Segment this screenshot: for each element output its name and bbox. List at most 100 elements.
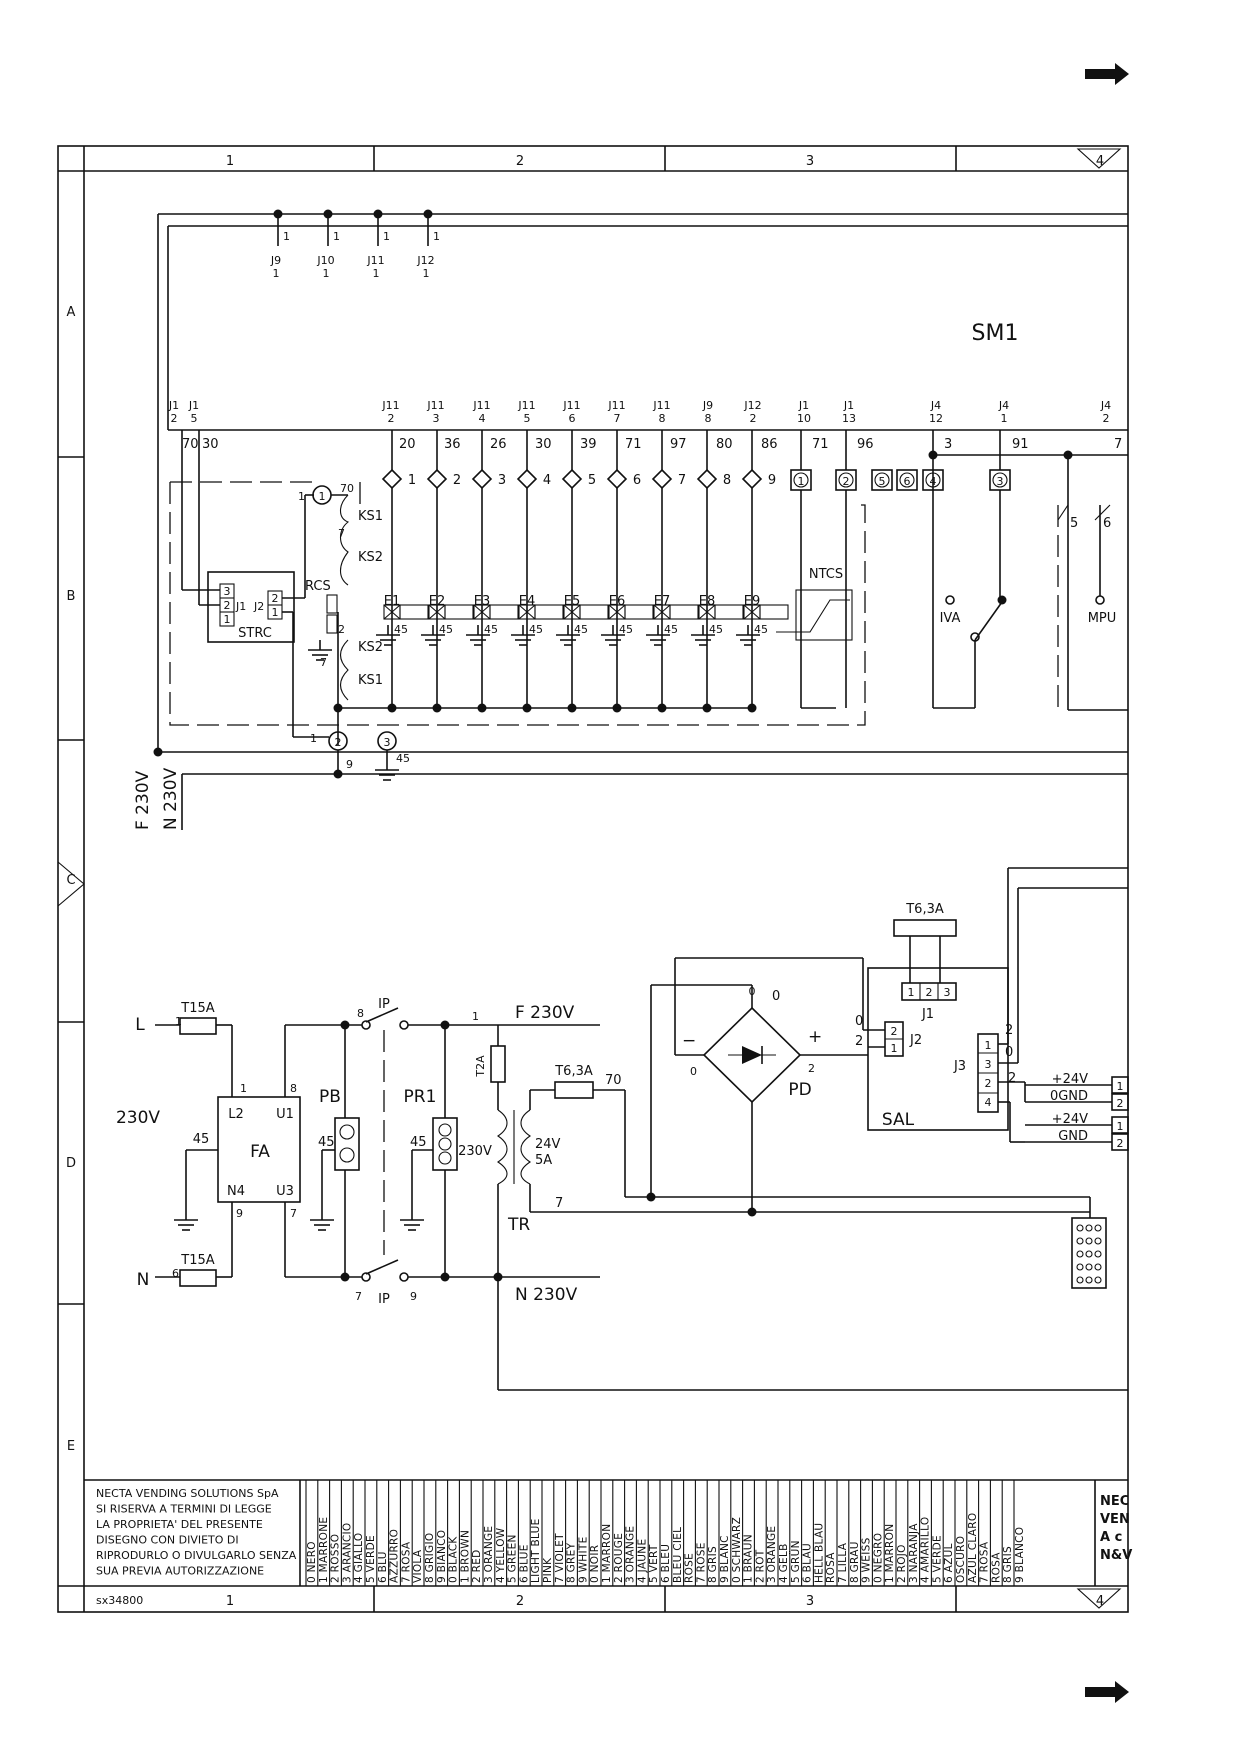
company-name-fragment: NEC xyxy=(1100,1494,1129,1509)
fuse-t63a-sal-label: T6,3A xyxy=(905,902,944,917)
column-number: 4 xyxy=(1096,1594,1104,1609)
filter-name: FA xyxy=(250,1142,270,1162)
terminal-number: 1 xyxy=(408,473,416,488)
mpu-switch-6: 6 xyxy=(1103,516,1111,531)
color-legend-entry: 8 GRIS xyxy=(707,1546,719,1583)
connector-name: J1 xyxy=(798,399,809,412)
terminal-number: 2 xyxy=(453,473,461,488)
copyright-notice-line: DISEGNO CON DIVIETO DI xyxy=(96,1534,239,1547)
mpu-switch xyxy=(1057,504,1069,521)
sal-j1-pin: 2 xyxy=(926,986,933,999)
filter-pin: 7 xyxy=(290,1207,297,1220)
wire-number: 2 xyxy=(855,1034,863,1049)
wire-number: 96 xyxy=(857,437,874,452)
color-legend-entry: 7 VIOLET xyxy=(554,1533,566,1583)
boiler-enclosure-dashed xyxy=(169,481,866,726)
color-legend-entry: 7 LILLA xyxy=(837,1542,849,1583)
column-marker-triangle xyxy=(1076,148,1122,169)
wire-number: 30 xyxy=(202,437,219,452)
wire-number: 0 xyxy=(1050,1089,1058,1104)
color-legend-entry: HELL BLAU xyxy=(813,1523,825,1583)
wire-number: 39 xyxy=(580,437,597,452)
column-number: 3 xyxy=(806,154,814,169)
color-legend-entry: 0 NEGRO xyxy=(872,1533,884,1583)
output-pin: 2 xyxy=(1117,1097,1124,1110)
valve-coil-cross xyxy=(383,604,401,620)
color-legend-entry: 3 ORANGE xyxy=(625,1526,637,1583)
pd-pin: 0 xyxy=(690,1065,697,1078)
sal-j3-label: J3 xyxy=(953,1059,966,1074)
connector-pin: 6 xyxy=(569,412,576,425)
wire-number: 80 xyxy=(716,437,733,452)
color-legend-entry: ROSA xyxy=(825,1552,837,1583)
transformer-primary xyxy=(497,1109,508,1185)
color-legend-entry: 4 AMARILLO xyxy=(920,1517,932,1583)
mpu-switch-5: 5 xyxy=(1070,516,1078,531)
pd-plus: + xyxy=(808,1027,822,1047)
column-number: 2 xyxy=(516,1594,524,1609)
valve-ground: 45 xyxy=(439,623,453,636)
connector-name: J1 xyxy=(168,399,179,412)
sal-j1-connector xyxy=(901,982,957,1001)
harness-pin xyxy=(1094,1276,1102,1284)
ip-contact xyxy=(361,1272,371,1282)
color-legend-entry: 9 WHITE xyxy=(577,1536,589,1583)
sal-j3-pin: 4 xyxy=(985,1096,992,1109)
sal-j2-label: J2 xyxy=(909,1033,922,1048)
wire-number: 86 xyxy=(761,437,778,452)
harness-pin xyxy=(1094,1237,1102,1245)
square-terminal-number: 2 xyxy=(843,475,850,488)
pr1-lamp xyxy=(438,1151,452,1165)
valve-body xyxy=(534,604,564,620)
column-number: 1 xyxy=(226,1594,234,1609)
valve-ground: 45 xyxy=(394,623,408,636)
valve-ground: 45 xyxy=(529,623,543,636)
harness-pin xyxy=(1085,1250,1093,1258)
valve-body xyxy=(444,604,474,620)
pd-label: PD xyxy=(788,1080,811,1100)
ntcs-label: NTCS xyxy=(809,567,843,582)
color-legend-entry: 3 NARANJA xyxy=(908,1523,920,1583)
ks-pin: 7 xyxy=(320,656,327,669)
sal-j2-pin: 2 xyxy=(891,1025,898,1038)
wire-number: 0 xyxy=(1005,1045,1013,1060)
color-legend-entry: 1 BRAUN xyxy=(743,1534,755,1583)
n230-label: N 230V xyxy=(515,1285,578,1305)
color-legend-entry: 2 ROJO xyxy=(896,1544,908,1583)
square-terminal-ring xyxy=(838,472,854,488)
connector-name: J4 xyxy=(930,399,941,412)
color-legend-entry: 9 BLANC xyxy=(719,1535,731,1583)
harness-pin xyxy=(1076,1224,1084,1232)
terminal-pin: 1 xyxy=(310,732,317,745)
filter-l2: L2 xyxy=(228,1107,244,1122)
pb-lamp xyxy=(339,1147,355,1163)
valve-body xyxy=(669,604,699,620)
copyright-notice-line: SI RISERVA A TERMINI DI LEGGE xyxy=(96,1503,272,1516)
rcs-resistor xyxy=(326,594,338,614)
color-legend-entry: 4 JAUNE xyxy=(636,1539,648,1583)
terminal-diamond xyxy=(651,468,673,490)
terminal-number: 6 xyxy=(633,473,641,488)
heating-element-coil xyxy=(339,494,350,586)
wire-number: 70 xyxy=(340,482,354,495)
supply-f-label: F 230V xyxy=(133,770,153,830)
wire-number: 91 xyxy=(1012,437,1029,452)
ip-switch-blade xyxy=(365,1259,399,1275)
square-terminal-number: 6 xyxy=(904,475,911,488)
sal-j1-pin: 3 xyxy=(944,986,951,999)
square-terminal-ring xyxy=(992,472,1008,488)
filter-ground: 45 xyxy=(193,1132,210,1147)
ip-pin: 1 xyxy=(472,1010,479,1023)
sal-j1-label: J1 xyxy=(921,1007,934,1022)
ks2-label: KS2 xyxy=(358,550,383,565)
wire-number: 2 xyxy=(1008,1071,1016,1086)
wire-number: 3 xyxy=(944,437,952,452)
color-legend-entry: 2 ROT xyxy=(754,1549,766,1583)
valve-ground: 45 xyxy=(484,623,498,636)
ks-pin: 7 xyxy=(338,527,345,540)
strc-pin: 1 xyxy=(224,613,231,626)
pb-lamp xyxy=(339,1124,355,1140)
sal-j2-pin: 1 xyxy=(891,1042,898,1055)
harness-pin xyxy=(1076,1276,1084,1284)
harness-pin xyxy=(1094,1263,1102,1271)
